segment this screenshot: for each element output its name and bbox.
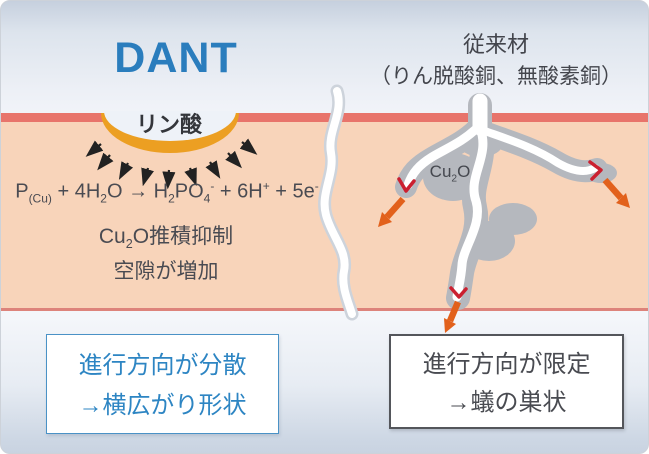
copper-surface-bottom-edge xyxy=(1,308,648,311)
progression-chevrons xyxy=(397,160,603,299)
conventional-result-line2: →蟻の巣状 xyxy=(446,389,567,416)
cu2o-suppression-note: Cu2O推積抑制 空隙が増加 xyxy=(51,223,281,286)
arrow-down-right xyxy=(602,177,630,208)
reaction-equation: P(Cu) + 4H2O → H2PO4- + 6H+ + 5e- xyxy=(15,179,319,206)
note-line1: Cu2O推積抑制 xyxy=(98,225,234,252)
separator-wave xyxy=(318,84,359,321)
cu2o-deposit-label: Cu2O xyxy=(429,162,471,185)
arrow-down xyxy=(444,300,461,333)
phosphoric-acid-label: リン酸 xyxy=(135,112,202,137)
acid-pit xyxy=(101,111,239,153)
dant-result-line2: →横広がり形状 xyxy=(78,392,247,419)
dant-result-box: 進行方向が分散 →横広がり形状 xyxy=(46,334,279,434)
ant-nest-structure xyxy=(395,93,617,310)
corrosion-direction-arrows xyxy=(378,177,630,333)
copper-surface-top-edge xyxy=(1,113,648,122)
conventional-result-line1: 進行方向が限定 xyxy=(422,351,591,378)
conventional-title-line1: 従来材 xyxy=(462,32,529,57)
dant-title: DANT xyxy=(114,34,238,82)
arrow-down-left xyxy=(378,196,406,227)
conventional-title-line2: （りん脱酸銅、無酸素銅） xyxy=(370,65,622,88)
diffusion-arrows xyxy=(85,138,258,190)
note-line2: 空隙が増加 xyxy=(113,260,219,284)
conventional-result-box: 進行方向が限定 →蟻の巣状 xyxy=(389,334,624,429)
dant-result-line1: 進行方向が分散 xyxy=(78,352,247,379)
conventional-material-title: 従来材 （りん脱酸銅、無酸素銅） xyxy=(346,29,646,93)
